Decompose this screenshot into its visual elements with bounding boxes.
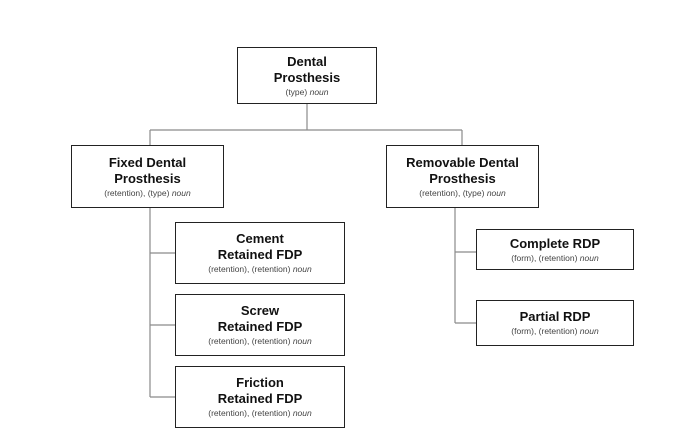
node-friction-retained-fdp: Friction Retained FDP (retention), (rete… — [175, 366, 345, 428]
node-title: Complete RDP — [509, 235, 601, 251]
node-title: Screw Retained FDP — [217, 303, 303, 334]
node-qualifier: (retention), (retention) noun — [208, 408, 312, 418]
node-qualifier: (retention), (type) noun — [419, 187, 506, 198]
node-title: Cement Retained FDP — [217, 231, 303, 262]
node-qualifier: (form), (retention) noun — [511, 326, 599, 336]
node-removable-dental-prosthesis: Removable Dental Prosthesis (retention),… — [386, 145, 539, 208]
node-dental-prosthesis: Dental Prosthesis (type) noun — [237, 47, 377, 104]
node-title: Removable Dental Prosthesis — [406, 154, 519, 186]
node-title: Friction Retained FDP — [217, 375, 303, 406]
node-complete-rdp: Complete RDP (form), (retention) noun — [476, 229, 634, 270]
node-qualifier: (form), (retention) noun — [511, 252, 599, 263]
node-qualifier: (type) noun — [285, 86, 329, 97]
node-title: Partial RDP — [519, 309, 591, 324]
node-qualifier: (retention), (type) noun — [104, 187, 191, 198]
node-title: Fixed Dental Prosthesis — [108, 154, 187, 186]
node-screw-retained-fdp: Screw Retained FDP (retention), (retenti… — [175, 294, 345, 356]
node-qualifier: (retention), (retention) noun — [208, 264, 312, 274]
node-qualifier: (retention), (retention) noun — [208, 336, 312, 346]
node-cement-retained-fdp: Cement Retained FDP (retention), (retent… — [175, 222, 345, 284]
node-partial-rdp: Partial RDP (form), (retention) noun — [476, 300, 634, 346]
node-fixed-dental-prosthesis: Fixed Dental Prosthesis (retention), (ty… — [71, 145, 224, 208]
node-title: Dental Prosthesis — [273, 53, 341, 85]
